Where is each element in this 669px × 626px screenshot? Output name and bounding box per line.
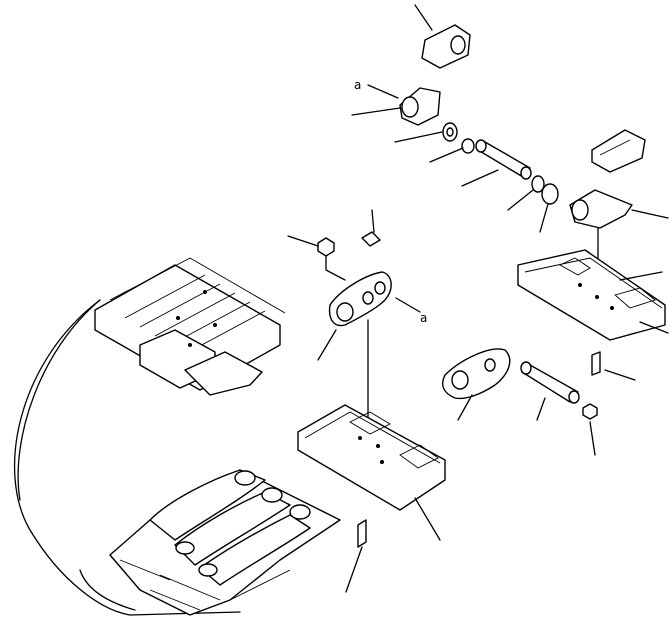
shoe-nut-right <box>582 403 598 456</box>
shoe-bolt-center <box>345 519 367 593</box>
upper-track-shoes <box>94 257 286 396</box>
track-bushing <box>520 361 580 421</box>
shoe-nut-left <box>287 235 346 281</box>
washers-right <box>507 175 559 233</box>
track-shoe-right <box>517 249 669 341</box>
track-loop-outline <box>13 299 241 616</box>
dowel-pin <box>361 209 381 247</box>
track-shoe-center <box>297 404 446 541</box>
master-link-clip-right <box>591 129 646 173</box>
master-link-center: a <box>317 271 427 431</box>
master-link-clip-upper <box>414 4 471 69</box>
link-right-center <box>442 348 511 421</box>
assembled-chain-section <box>109 469 341 616</box>
bracket-part: a <box>351 78 441 126</box>
track-pin <box>461 139 532 187</box>
washers-upper <box>394 122 475 163</box>
callout-mark-a-upper: a <box>354 78 361 92</box>
shoe-bolt-right <box>591 351 636 381</box>
callout-mark-a-center: a <box>420 311 427 325</box>
